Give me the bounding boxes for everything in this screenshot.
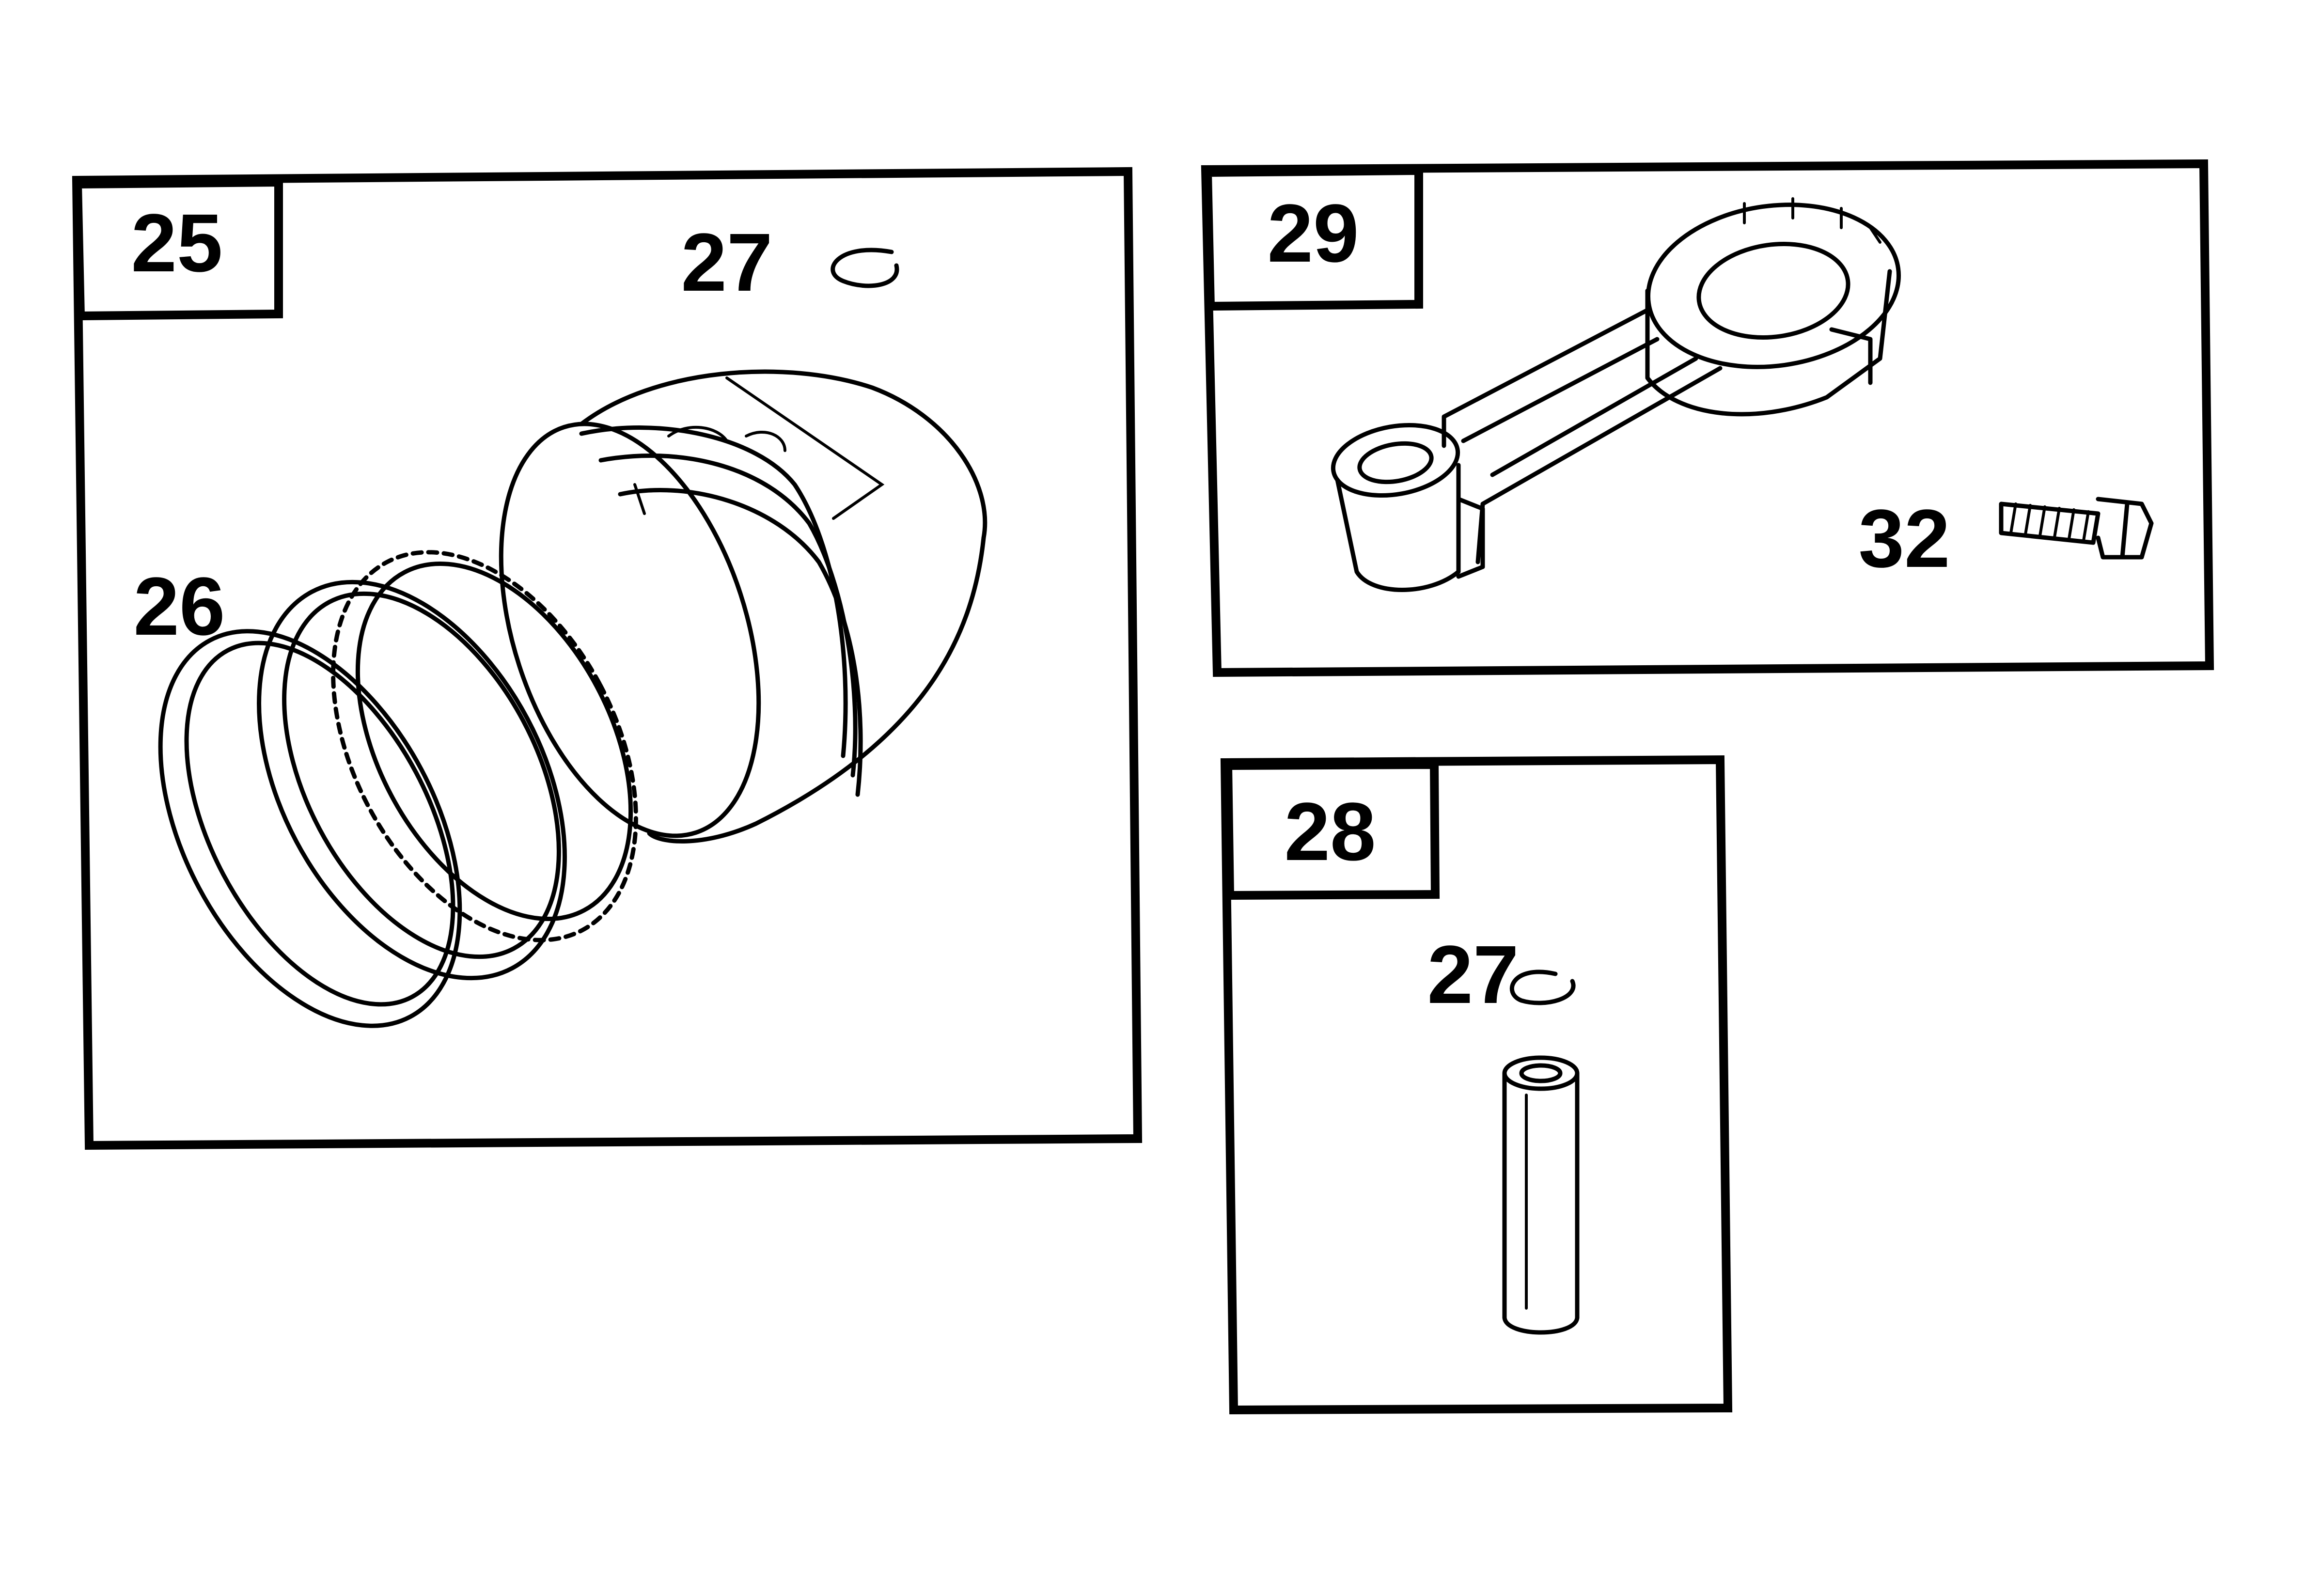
callout-32-screw: 32 xyxy=(1858,493,1950,585)
connecting-rod-icon xyxy=(1331,197,1901,592)
panel-29-number: 29 xyxy=(1267,188,1359,280)
callout-26-rings: 26 xyxy=(133,561,225,653)
pin-retainer-clip-icon xyxy=(1509,970,1576,1005)
panel-28-number: 28 xyxy=(1284,786,1376,878)
panel-28-label-box xyxy=(1223,760,1440,900)
piston-icon xyxy=(499,369,988,844)
panel-29-frame xyxy=(1201,159,2214,677)
panel-28-frame xyxy=(1220,755,1733,1415)
panel-25-frame xyxy=(72,167,1143,1150)
retainer-clip-icon xyxy=(831,248,899,288)
panel-25-label-box xyxy=(73,177,283,321)
panel-29-label-box xyxy=(1203,166,1423,311)
callout-27-retainer: 27 xyxy=(681,217,772,309)
piston-pin-icon xyxy=(1502,1055,1580,1335)
panel-25-number: 25 xyxy=(131,197,222,289)
cap-screw-icon xyxy=(1999,497,2154,560)
panel-connecting-rod: 29 32 xyxy=(1201,159,2214,677)
panel-piston-assembly: 25 27 26 xyxy=(72,167,1143,1150)
panel-piston-pin: 28 27 xyxy=(1220,755,1733,1415)
piston-rings-icon xyxy=(158,550,638,1028)
callout-27-pin-retainer: 27 xyxy=(1427,929,1519,1021)
